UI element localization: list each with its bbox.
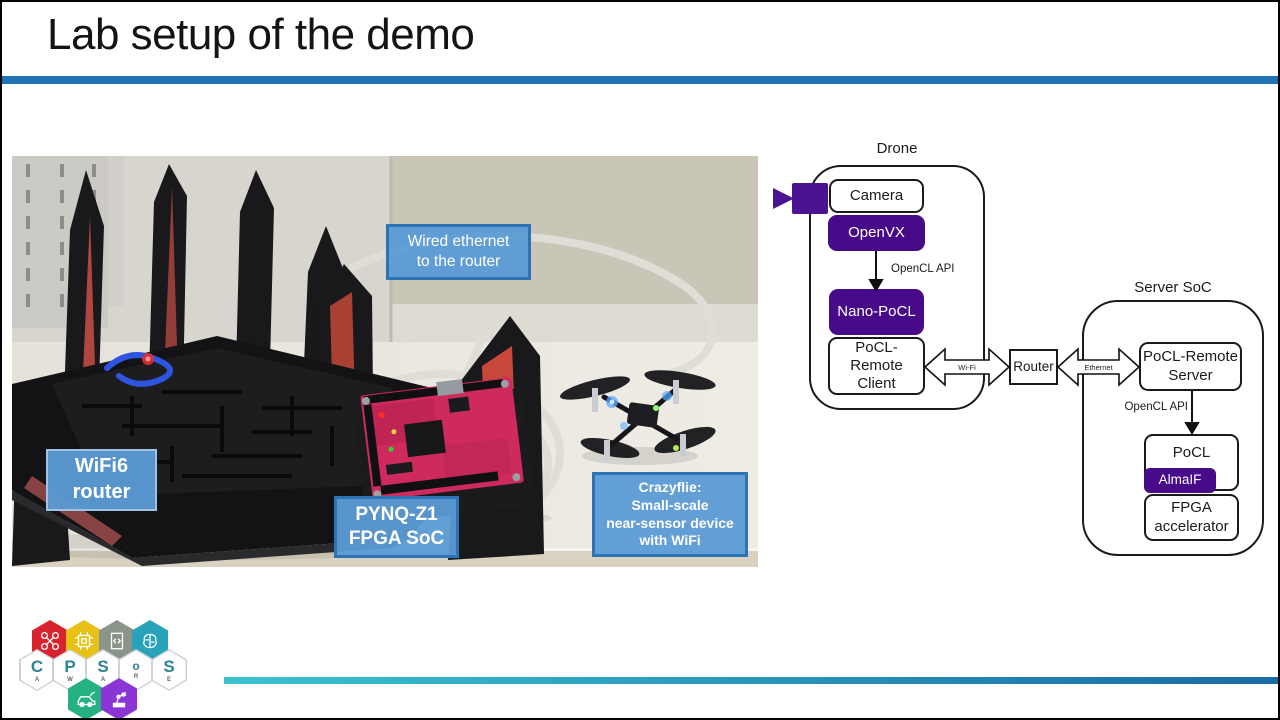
footer-divider	[224, 677, 1278, 684]
code-doc-icon	[110, 632, 124, 650]
camera-box: Camera	[829, 179, 924, 213]
chip-icon	[75, 632, 93, 650]
logo-sub-letter: A	[100, 676, 106, 683]
blue-cable	[104, 352, 173, 387]
header-divider	[2, 76, 1278, 84]
lab-photo: Wired ethernet to the router WiFi6 route…	[12, 156, 758, 567]
fpga-accelerator-box: FPGA accelerator	[1144, 494, 1239, 541]
label-wifi6-router: WiFi6 router	[46, 449, 157, 511]
logo-sub-letter: E	[166, 676, 171, 683]
label-crazyflie: Crazyflie: Small-scale near-sensor devic…	[592, 472, 748, 557]
ethernet-link-label: Ethernet	[1084, 363, 1113, 372]
opencl-api-label-server: OpenCL API	[1124, 401, 1188, 413]
logo-letter: C	[30, 656, 44, 676]
logo-sub-letter: R	[133, 674, 139, 680]
page-title: Lab setup of the demo	[47, 10, 475, 59]
pocl-remote-client-box: PoCL-Remote Client	[828, 337, 925, 395]
label-wired-ethernet: Wired ethernet to the router	[386, 224, 531, 280]
wifi-link-label: Wi-Fi	[958, 363, 976, 372]
router-box: Router	[1009, 349, 1058, 385]
logo-letter: P	[64, 656, 76, 676]
server-group-title: Server SoC	[1134, 279, 1212, 296]
logo-sub-letter: W	[67, 676, 73, 683]
logo-letter: o	[132, 659, 140, 673]
opencl-api-label-drone: OpenCL API	[891, 263, 955, 275]
pynq-board-photo	[353, 377, 536, 526]
brain-icon	[143, 633, 157, 649]
almaif-box: AlmaIF	[1144, 468, 1216, 493]
label-pynq-fpga: PYNQ-Z1 FPGA SoC	[334, 496, 459, 558]
drone-group-title: Drone	[876, 140, 918, 157]
nano-pocl-box: Nano-PoCL	[829, 289, 924, 335]
drone-icon	[40, 631, 60, 651]
logo-sub-letter: A	[34, 676, 40, 683]
server-container	[1082, 300, 1264, 556]
pocl-remote-server-box: PoCL-Remote Server	[1139, 342, 1242, 391]
logo-letter: S	[163, 656, 175, 676]
openvx-box: OpenVX	[828, 215, 925, 251]
robot-arm-icon	[112, 691, 127, 708]
crazyflie-photo	[560, 370, 716, 460]
logo-letter: S	[97, 656, 109, 676]
car-icon	[77, 691, 96, 708]
drone-container	[809, 165, 985, 410]
